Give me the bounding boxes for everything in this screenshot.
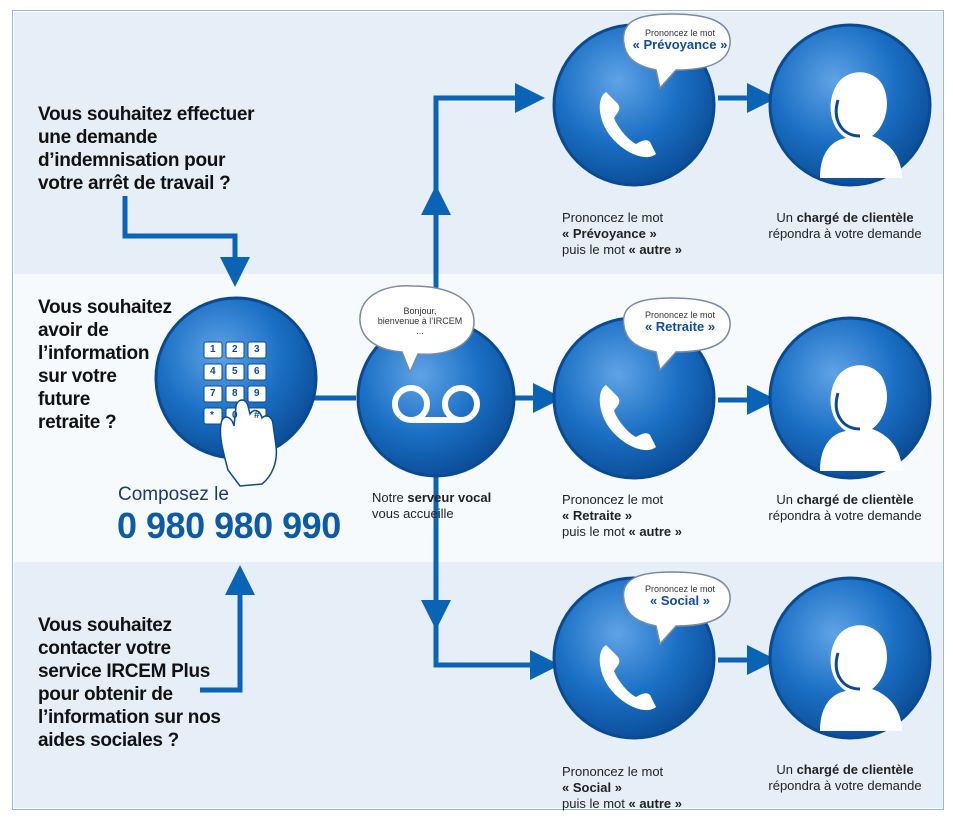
key-label: * <box>210 410 214 421</box>
arrow-bottom-question-to-dial <box>200 565 255 693</box>
branch-caption-line1: Prononcez le mot <box>562 492 664 507</box>
agent-caption-prefix: Un <box>776 492 797 507</box>
branch-bubble-small: Prononcez le mot <box>644 310 716 320</box>
branch-caption-line2: « Social » <box>562 780 622 795</box>
key-label: 0 <box>232 410 238 421</box>
key-label: 1 <box>210 344 216 355</box>
line-up-to-branch1 <box>433 83 545 200</box>
branch1-caption: Prononcez le mot « Prévoyance » puis le … <box>562 210 682 258</box>
question-retraite: Vous souhaitez avoir de l’information su… <box>38 296 172 434</box>
question-line: avoir de <box>38 320 109 341</box>
key-label: 7 <box>210 388 216 399</box>
branch-caption-line3-bold: « autre » <box>628 796 682 811</box>
branch-bubble-word: « Social » <box>650 593 710 608</box>
key-label: 9 <box>254 388 260 399</box>
branch-caption-line3-prefix: puis le mot <box>562 524 629 539</box>
server-caption-bold: serveur vocal <box>407 490 492 505</box>
branch-caption-line2: « Prévoyance » <box>562 226 657 241</box>
agent-caption-prefix: Un <box>776 210 797 225</box>
branch-speech-bubbles <box>622 13 731 646</box>
agent1-caption: Un chargé de clientèle répondra à votre … <box>750 210 940 242</box>
branch-phone-discs <box>552 13 731 740</box>
branch-caption-line3-prefix: puis le mot <box>562 796 629 811</box>
branch-bubble-word: « Retraite » <box>644 319 716 334</box>
branch2-caption: Prononcez le mot « Retraite » puis le mo… <box>562 492 682 540</box>
question-line: votre arrêt de travail ? <box>38 173 231 194</box>
agent-caption-line2: répondra à votre demande <box>768 508 922 523</box>
server-caption-line2: vous accueille <box>372 506 454 521</box>
server-bubble-line: Bonjour, <box>403 306 437 316</box>
branch3-bubble: Prononcez le mot « Social » <box>632 584 728 608</box>
arrow-top-question-to-dial <box>122 196 250 287</box>
server-bubble-text: Bonjour, bienvenue à l’IRCEM ... <box>370 306 470 336</box>
key-label: 3 <box>254 344 260 355</box>
voicemail-disc <box>356 284 516 478</box>
question-line: future <box>38 389 91 410</box>
phone-number: 0 980 980 990 <box>117 505 341 546</box>
hand-icon <box>219 399 278 487</box>
branch-caption-line3-prefix: puis le mot <box>562 242 629 257</box>
question-line: retraite ? <box>38 412 117 433</box>
agent3-caption: Un chargé de clientèle répondra à votre … <box>750 762 940 794</box>
speech-bubble-server <box>359 284 475 374</box>
key-label: 4 <box>210 366 216 377</box>
branch-caption-line1: Prononcez le mot <box>562 210 664 225</box>
agent-caption-prefix: Un <box>776 762 797 777</box>
agent-discs <box>768 23 932 740</box>
branch1-bubble: Prononcez le mot « Prévoyance » <box>632 28 728 52</box>
agent-caption-bold: chargé de clientèle <box>796 210 914 225</box>
question-line: d’indemnisation pour <box>38 150 226 171</box>
server-bubble-line: ... <box>416 326 424 336</box>
agent-caption-bold: chargé de clientèle <box>796 762 914 777</box>
dialpad-disc <box>154 296 318 487</box>
server-caption: Notre serveur vocal vous accueille <box>372 490 491 522</box>
key-label: 8 <box>232 388 238 399</box>
compose-label: Composez le <box>118 484 229 505</box>
question-line: l’information <box>38 343 150 364</box>
key-label: # <box>254 410 260 421</box>
branch3-caption: Prononcez le mot « Social » puis le mot … <box>562 764 682 812</box>
question-aides-sociales: Vous souhaitez contacter votre service I… <box>38 614 221 752</box>
branch-caption-line3-bold: « autre » <box>628 524 682 539</box>
key-label: 6 <box>254 366 260 377</box>
question-line: une demande <box>38 127 158 148</box>
key-label: 2 <box>232 344 238 355</box>
question-line: Vous souhaitez effectuer <box>38 104 255 125</box>
branch-caption-line1: Prononcez le mot <box>562 764 664 779</box>
agent2-caption: Un chargé de clientèle répondra à votre … <box>750 492 940 524</box>
key-label: 5 <box>232 366 238 377</box>
question-line: Vous souhaitez <box>38 615 172 636</box>
branch-bubble-small: Prononcez le mot <box>644 584 716 594</box>
phone-handset-icons <box>599 92 656 711</box>
question-line: contacter votre <box>38 638 171 659</box>
agent-caption-line2: répondra à votre demande <box>768 226 922 241</box>
agent-caption-bold: chargé de clientèle <box>796 492 914 507</box>
branch-bubble-small: Prononcez le mot <box>644 28 716 38</box>
voicemail-icon <box>392 385 480 423</box>
diagram-frame <box>12 10 944 810</box>
branch-caption-line3-bold: « autre » <box>628 242 682 257</box>
line-down-to-branch3 <box>433 615 560 680</box>
agent-headset-icons <box>820 72 902 731</box>
branch2-bubble: Prononcez le mot « Retraite » <box>632 310 728 334</box>
branch-caption-line2: « Retraite » <box>562 508 633 523</box>
headset-mics <box>834 99 861 691</box>
question-line: Vous souhaitez <box>38 297 172 318</box>
agent-caption-line2: répondra à votre demande <box>768 778 922 793</box>
question-indemnisation: Vous souhaitez effectuer une demande d’i… <box>38 103 255 195</box>
question-line: service IRCEM Plus <box>38 661 211 682</box>
question-line: aides sociales ? <box>38 730 179 751</box>
server-bubble-line: bienvenue à l’IRCEM <box>377 316 463 326</box>
question-line: l’information sur nos <box>38 707 221 728</box>
question-line: pour obtenir de <box>38 684 173 705</box>
question-line: sur votre <box>38 366 117 387</box>
server-caption-prefix: Notre <box>372 490 408 505</box>
branch-bubble-word: « Prévoyance » <box>632 37 728 52</box>
